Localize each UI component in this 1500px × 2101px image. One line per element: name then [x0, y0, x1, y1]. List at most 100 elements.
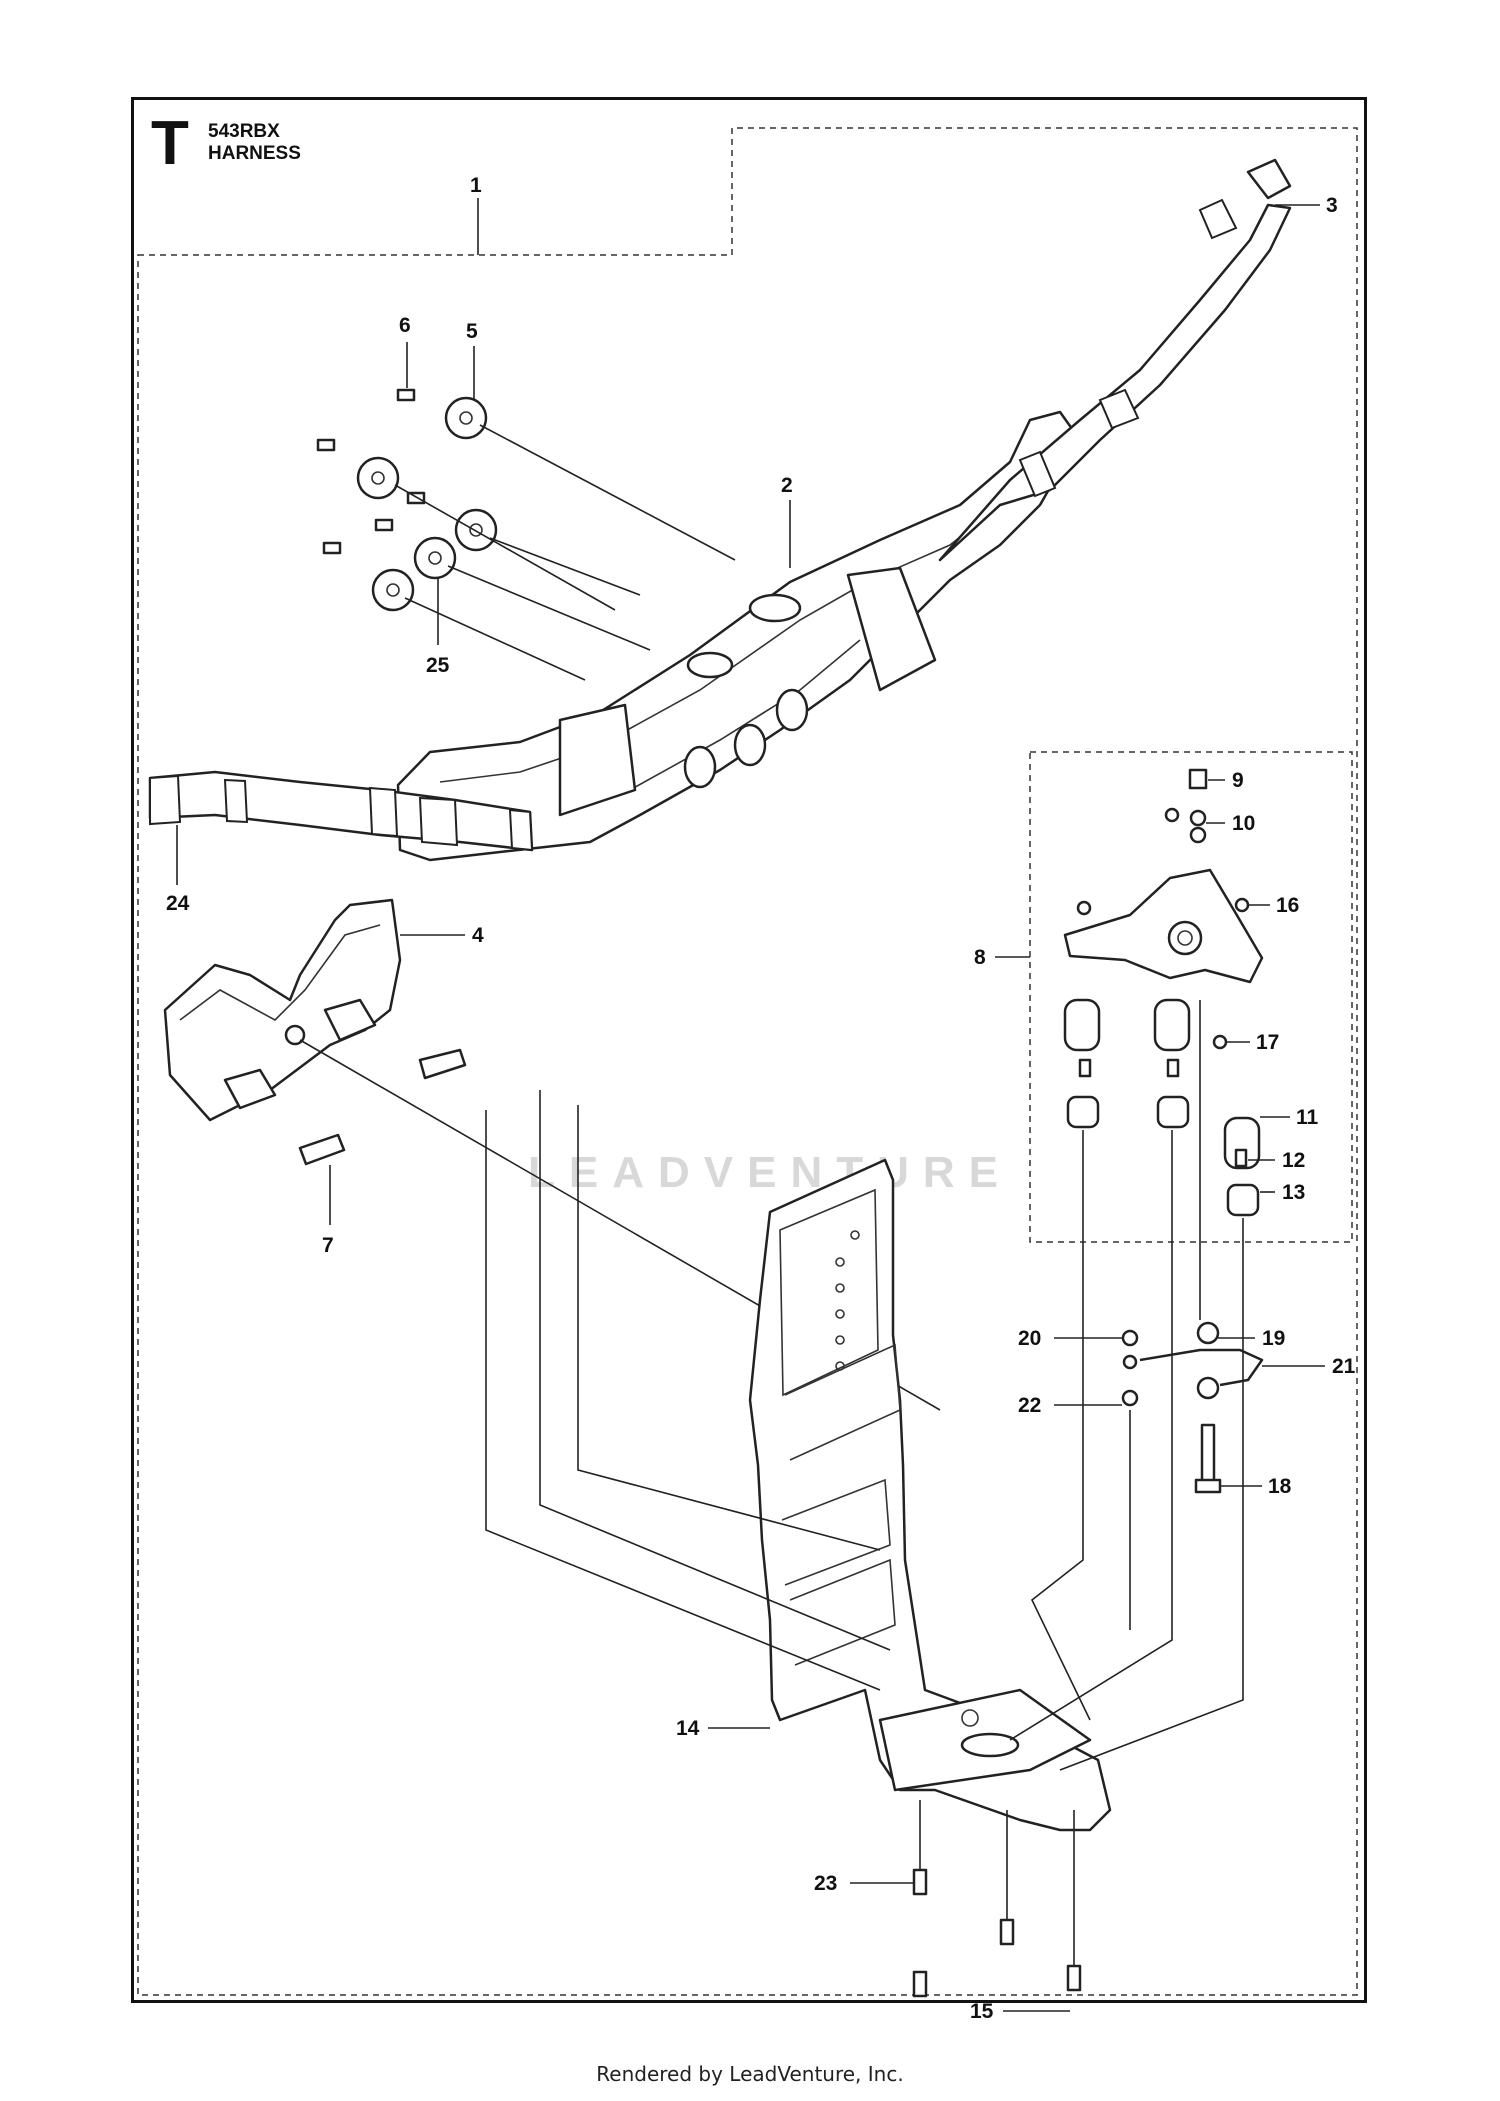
clip [418, 1048, 467, 1080]
foot-slot [960, 1732, 1020, 1758]
screw [912, 1970, 928, 1998]
lock-washer [1189, 826, 1207, 844]
belt-adjuster [418, 796, 459, 847]
screw [1234, 1148, 1248, 1168]
callout-15: 15 [970, 2000, 1070, 2023]
pad-hole [748, 593, 802, 623]
washer [1196, 1321, 1220, 1345]
strap-buckle [1018, 450, 1057, 498]
callout-18: 18 [1220, 1475, 1292, 1498]
support-frame [748, 1158, 1112, 1832]
svg-text:14: 14 [676, 1717, 700, 1740]
nut [1234, 897, 1250, 913]
callout-24: 24 [166, 825, 190, 915]
svg-text:10: 10 [1232, 812, 1255, 835]
callout-21: 21 [1262, 1355, 1356, 1378]
pad-strap-slot [558, 703, 637, 817]
callout-10: 10 [1206, 812, 1255, 835]
bolt-head [1194, 1478, 1222, 1494]
screw [1078, 1058, 1092, 1078]
diagram-frame [131, 97, 1367, 2003]
screw [1166, 1058, 1180, 1078]
back-pad [396, 410, 1082, 862]
svg-text:2: 2 [781, 474, 793, 497]
callout-20: 20 [1018, 1327, 1122, 1350]
belt-webbing-mark [223, 778, 249, 824]
svg-text:11: 11 [1296, 1106, 1319, 1129]
screw [1066, 1964, 1082, 1992]
svg-text:22: 22 [1018, 1394, 1041, 1417]
screw [316, 438, 336, 452]
svg-text:24: 24 [166, 892, 190, 915]
clip-housing [323, 998, 377, 1042]
svg-text:1: 1 [470, 174, 482, 197]
callout-16: 16 [1248, 894, 1299, 917]
callout-6: 6 [399, 314, 411, 388]
washer [371, 568, 415, 612]
strap-adjuster [1098, 388, 1140, 430]
svg-text:13: 13 [1282, 1181, 1305, 1204]
mounting-plate [1063, 868, 1264, 984]
svg-text:7: 7 [322, 1234, 334, 1257]
callout-19: 19 [1218, 1327, 1285, 1350]
screw [396, 388, 416, 402]
strap-hook [1246, 158, 1292, 200]
washer [356, 456, 400, 500]
svg-text:8: 8 [974, 946, 986, 969]
screw [999, 1918, 1015, 1946]
bolt [1188, 768, 1208, 790]
frame-holes [835, 1230, 860, 1371]
lock-washer [1189, 809, 1207, 827]
pad-hole [686, 651, 734, 679]
callout-14: 14 [676, 1717, 770, 1740]
svg-text:19: 19 [1262, 1327, 1285, 1350]
svg-text:4: 4 [472, 924, 484, 947]
strap-adjuster [1198, 198, 1238, 240]
assembly-1-boundary [137, 127, 1358, 1996]
svg-text:9: 9 [1232, 769, 1244, 792]
bolt [1200, 1423, 1216, 1487]
callout-2: 2 [781, 474, 793, 568]
nut [1076, 900, 1092, 916]
callout-3: 3 [1275, 194, 1338, 217]
footer-credit: Rendered by LeadVenture, Inc. [596, 2062, 904, 2086]
callout-23: 23 [814, 1872, 914, 1895]
clip [298, 1133, 346, 1166]
callout-1: 1 [470, 174, 482, 255]
springs [1063, 998, 1261, 1170]
screw [322, 541, 342, 555]
callout-9: 9 [1208, 769, 1244, 792]
shoulder-strap [938, 203, 1292, 562]
svg-text:20: 20 [1018, 1327, 1041, 1350]
callout-4: 4 [400, 924, 484, 947]
svg-text:12: 12 [1282, 1149, 1305, 1172]
pad-hole [775, 688, 809, 732]
nut [1121, 1329, 1139, 1347]
clip-housing [223, 1068, 277, 1110]
belt-webbing-mark [508, 808, 534, 852]
svg-text:21: 21 [1332, 1355, 1356, 1378]
callout-22: 22 [1018, 1394, 1122, 1417]
watermark: LEADVENTURE [527, 1148, 1013, 1197]
callout-25: 25 [426, 578, 450, 677]
strap-eye [1196, 1376, 1220, 1400]
callout-8: 8 [974, 946, 1030, 969]
nut [1164, 807, 1180, 823]
pad-hole [733, 723, 767, 767]
washer [444, 396, 488, 440]
svg-text:3: 3 [1326, 194, 1338, 217]
callout-5: 5 [466, 320, 478, 400]
svg-text:16: 16 [1276, 894, 1299, 917]
callout-11: 11 [1260, 1106, 1319, 1129]
pad-hole [683, 745, 717, 789]
pad-strap-slot [846, 566, 937, 692]
section-letter: T [151, 109, 189, 178]
callout-13: 13 [1260, 1181, 1305, 1204]
callout-17: 17 [1226, 1031, 1279, 1054]
svg-text:18: 18 [1268, 1475, 1292, 1498]
screw [374, 518, 394, 532]
assembly-8-boundary [1029, 751, 1353, 1243]
rivet [284, 1024, 306, 1046]
